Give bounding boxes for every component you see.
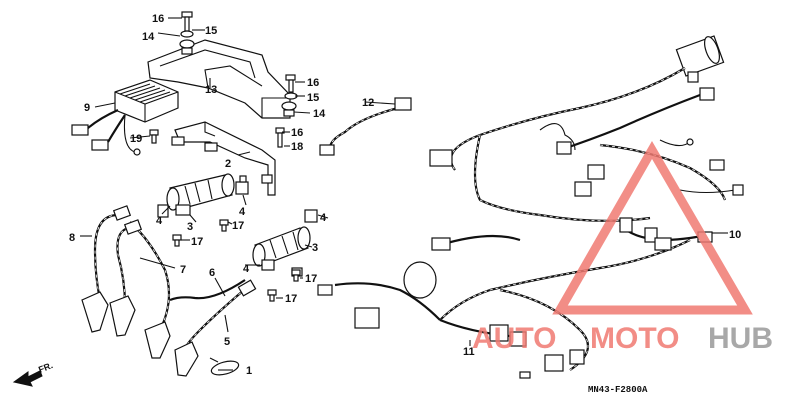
callout-10: 10: [729, 229, 741, 241]
clip-1: [209, 357, 240, 376]
callout-16-mid: 16: [307, 77, 319, 89]
diagram-code: MN43-F2800A: [588, 385, 648, 395]
callout-3-a: 3: [187, 221, 193, 233]
callout-4-b: 4: [239, 206, 246, 218]
callout-1: 1: [246, 365, 252, 377]
callout-17-d: 17: [285, 293, 297, 305]
callout-6: 6: [209, 267, 215, 279]
watermark: AUTO MOTO HUB: [472, 141, 773, 355]
callout-13: 13: [205, 84, 217, 96]
regulator-rectifier: [71, 79, 179, 156]
callout-numbers: 16 15 14 13 9 19 16 15 14 16 18 12 2 4 3…: [69, 13, 741, 377]
callout-8: 8: [69, 232, 75, 244]
bolt-17b: [172, 234, 182, 247]
coil-bracket: [171, 121, 276, 196]
main-wire-harness: [317, 35, 744, 379]
callout-17-a: 17: [232, 220, 244, 232]
ignition-coil-upper: [157, 173, 235, 218]
callout-14-top: 14: [142, 31, 155, 43]
leader-lines: [80, 17, 728, 371]
bolt-19: [149, 129, 159, 144]
callout-16-top: 16: [152, 13, 164, 25]
bolt-17c: [291, 269, 301, 282]
callout-7: 7: [180, 264, 186, 276]
ignition-bracket: [147, 39, 291, 119]
callout-4-d: 4: [243, 263, 250, 275]
callout-15-top: 15: [205, 25, 217, 37]
callout-5: 5: [224, 336, 230, 348]
callout-11: 11: [463, 346, 475, 358]
callout-18: 18: [291, 141, 303, 153]
callout-9: 9: [84, 102, 90, 114]
watermark-hub: HUB: [708, 322, 773, 355]
callout-4-a: 4: [156, 215, 163, 227]
callout-15-mid: 15: [307, 92, 319, 104]
grommet-4a: [235, 175, 249, 195]
front-arrow-label: FR.: [37, 360, 54, 375]
callout-16-low: 16: [291, 127, 303, 139]
callout-2: 2: [225, 158, 231, 170]
bolt-18: [275, 127, 285, 148]
callout-14-mid: 14: [313, 108, 326, 120]
front-direction-arrow: FR.: [12, 360, 54, 387]
callout-17-b: 17: [191, 236, 203, 248]
watermark-auto: AUTO: [472, 322, 556, 355]
sub-harness-12: [319, 97, 412, 156]
callout-12: 12: [362, 97, 374, 109]
callout-19: 19: [130, 133, 142, 145]
callout-17-c: 17: [305, 273, 317, 285]
callout-3-b: 3: [312, 242, 318, 254]
ignition-coil-lower: [252, 209, 318, 277]
bolt-16-right: [281, 74, 298, 117]
bolt-16-top: [179, 11, 195, 55]
bolt-17d: [267, 289, 277, 302]
spark-plug-cables: [81, 205, 257, 377]
callout-4-c: 4: [320, 212, 327, 224]
watermark-moto: MOTO: [590, 322, 679, 355]
bolt-17a: [219, 219, 229, 232]
